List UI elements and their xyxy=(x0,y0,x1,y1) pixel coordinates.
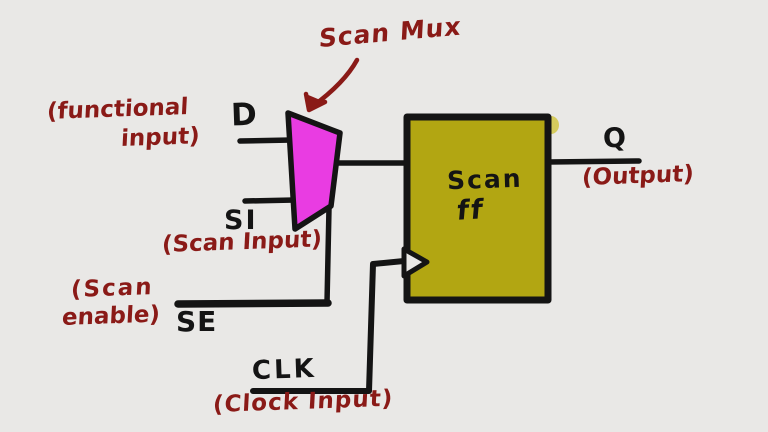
scan-enable-label-line2: enable) xyxy=(61,301,161,332)
signal-se-label: SE xyxy=(176,305,218,338)
scan-ff-box xyxy=(403,113,552,304)
scan-enable-label-line1: (Scan xyxy=(70,274,155,304)
functional-input-label-line2: input) xyxy=(120,123,201,153)
scan-ff-label-line1: Scan xyxy=(446,163,523,196)
wire-q xyxy=(545,158,642,165)
signal-d-label: D xyxy=(230,96,258,134)
wire-se xyxy=(174,299,332,308)
signal-si-label: SI xyxy=(224,205,258,236)
wire-d xyxy=(237,137,295,144)
scan-mux-arrowhead-icon xyxy=(303,91,328,113)
scan-mux-arrow xyxy=(310,57,360,109)
clock-triangle-icon xyxy=(401,246,430,279)
wire-si xyxy=(242,197,298,204)
scan-ff-label-line2: ff xyxy=(455,194,486,227)
wire-clk xyxy=(250,258,407,394)
functional-input-label-line1: (functional xyxy=(46,94,189,126)
wire-mux-select xyxy=(324,205,332,306)
output-label: (Output) xyxy=(581,161,695,192)
mux-shape xyxy=(285,110,343,232)
signal-clk-label: CLK xyxy=(251,353,318,387)
signal-q-label: Q xyxy=(602,122,627,155)
clock-input-label: (Clock Input) xyxy=(212,385,394,419)
